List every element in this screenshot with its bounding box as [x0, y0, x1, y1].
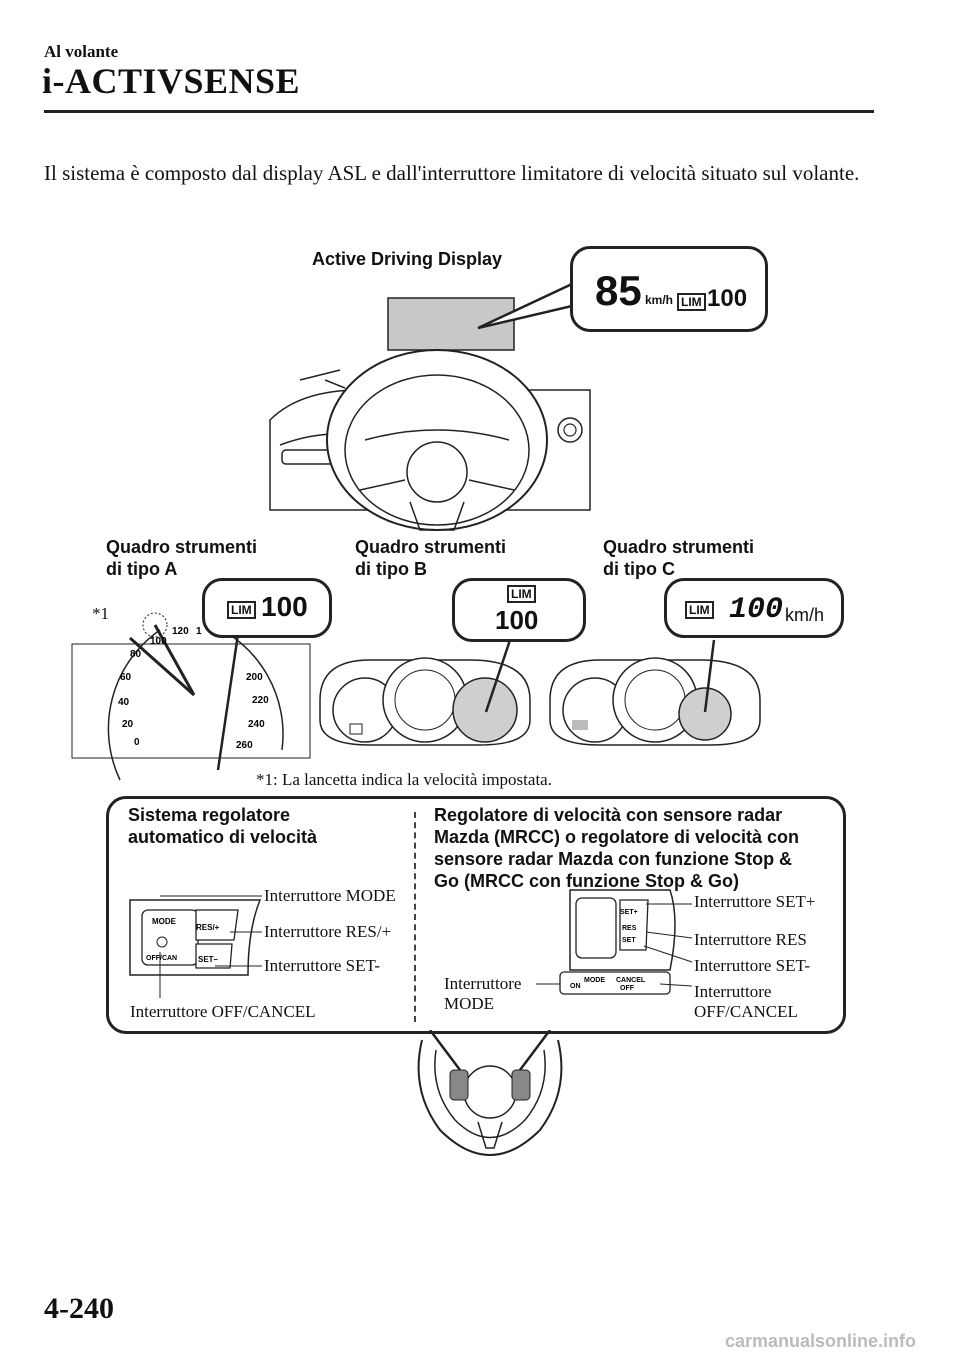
footnote-marker: *1	[92, 604, 109, 623]
cruise-switch-drawing: MODE RES/+ OFF/CAN SET–	[129, 895, 262, 998]
setminus-switch-label: Interruttore SET-	[694, 956, 810, 975]
mode-button-label: MODE	[152, 917, 177, 926]
res-switch-label: Interruttore RES/+	[264, 922, 392, 941]
cluster-a-limit: 100	[261, 591, 308, 622]
speed-unit: km/h	[645, 293, 674, 307]
setplus-button-label: SET+	[620, 909, 638, 916]
gauge-tick-80: 80	[130, 649, 142, 660]
lim-badge-c: LIM	[685, 601, 714, 619]
mrcc-switch-drawing: SET+ RES SET ON MODE CANCEL OFF	[536, 889, 693, 995]
gauge-tick-100: 100	[150, 636, 167, 647]
header-divider	[44, 110, 874, 113]
footnote: *1: La lancetta indica la velocità impos…	[256, 770, 552, 789]
res2-switch-label: Interruttore RES	[694, 930, 807, 949]
set-switch-label: Interruttore SET-	[264, 956, 380, 975]
set-button-label: SET–	[198, 955, 219, 964]
res2-button-label: RES	[622, 925, 637, 932]
cluster-b-callout: LIM 100	[452, 578, 586, 642]
steering-wheel-illustration	[417, 1030, 563, 1156]
cluster-c-unit: km/h	[785, 605, 825, 625]
cluster-a-callout: LIM 100	[202, 578, 332, 638]
cluster-a-gauge: 0 20 40 60 80 100 120 1 200 220 240 260	[71, 612, 311, 781]
gauge-tick-220: 220	[252, 695, 269, 706]
lim-badge-a: LIM	[227, 601, 256, 619]
cluster-b-limit: 100	[495, 605, 539, 635]
gauge-tick-200: 200	[246, 672, 263, 683]
mode2-button-label: MODE	[584, 977, 605, 984]
on-button-label: ON	[570, 983, 581, 990]
cluster-c-callout: LIM 100 km/h	[664, 578, 844, 638]
active-display-callout: 85 km/h LIM 100	[570, 246, 768, 332]
off-cancel-switch-label: Interruttore OFF/CANCEL	[130, 1002, 316, 1021]
mode-switch-label: Interruttore MODE	[264, 886, 396, 905]
gauge-tick-120: 120	[172, 626, 189, 637]
current-speed: 85	[595, 267, 642, 314]
res-button-label: RES/+	[196, 923, 220, 932]
lim-badge-b: LIM	[507, 585, 536, 603]
watermark: carmanualsonline.info	[724, 1331, 916, 1351]
gauge-tick-60: 60	[120, 672, 132, 683]
speed-limit-value: 100	[707, 285, 748, 312]
off-can-button-label: OFF/CAN	[146, 955, 177, 962]
lim-badge: LIM	[677, 293, 706, 311]
mrcc-title: Regolatore di velocità con sensore radar…	[434, 805, 800, 891]
intro-paragraph: Il sistema è composto dal display ASL e …	[44, 161, 860, 185]
cluster-b-c-illustration	[319, 639, 761, 746]
page-title: i-ACTIVSENSE	[42, 61, 301, 101]
gauge-tick-240: 240	[248, 719, 265, 730]
set2-button-label: SET	[622, 937, 636, 944]
gauge-tick-40: 40	[118, 697, 130, 708]
cluster-c-limit: 100	[729, 593, 784, 627]
section-header: Al volante	[44, 42, 119, 61]
gauge-tick-20: 20	[122, 719, 134, 730]
setplus-switch-label: Interruttore SET+	[694, 892, 816, 911]
active-driving-display-label: Active Driving Display	[312, 249, 503, 269]
cancel-button-label: CANCEL	[616, 977, 646, 984]
page-number: 4-240	[44, 1292, 114, 1325]
dashboard-illustration	[269, 282, 591, 531]
gauge-tick-1: 1	[196, 626, 202, 637]
switch-panel-divider	[414, 812, 416, 1022]
off2-button-label: OFF	[620, 985, 635, 992]
gauge-tick-0: 0	[134, 737, 140, 748]
gauge-tick-260: 260	[236, 740, 253, 751]
